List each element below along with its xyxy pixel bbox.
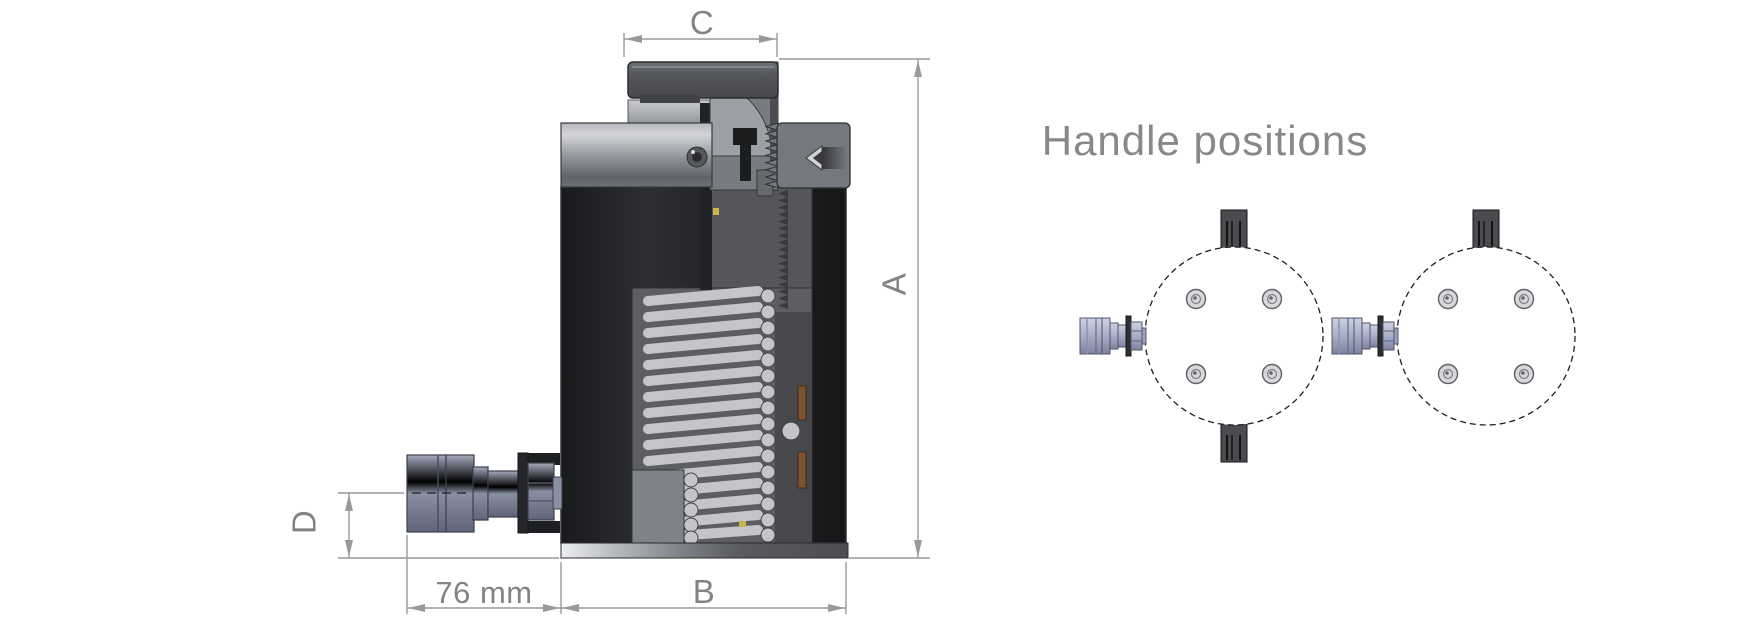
collar-setscrew-glint xyxy=(691,150,695,154)
bolt xyxy=(1261,363,1283,385)
base-plate xyxy=(560,542,849,559)
handle-positions-view: Handle positions xyxy=(1042,117,1576,463)
yellow-seal-dot-lower xyxy=(739,521,746,527)
handle-bottom xyxy=(1220,423,1248,463)
dimension-c xyxy=(623,33,778,57)
dim-a-label: A xyxy=(876,273,913,296)
handle-positions-title: Handle positions xyxy=(1042,117,1369,164)
arrow-left xyxy=(562,604,579,612)
arrow-up xyxy=(345,494,353,511)
port-cone-dark xyxy=(813,151,822,165)
bolt xyxy=(1513,288,1535,310)
spring-wire-section-left xyxy=(683,472,699,546)
saddle-corner xyxy=(770,62,778,162)
arrow-up xyxy=(914,60,922,77)
arrow-left xyxy=(625,35,642,43)
plunger xyxy=(627,99,713,127)
cylinder-top-outline xyxy=(1396,246,1576,426)
bolt xyxy=(1185,363,1207,385)
bolt xyxy=(1513,363,1535,385)
seal-lower xyxy=(797,451,807,489)
dimension-b xyxy=(560,562,847,614)
yellow-seal-dot-upper xyxy=(713,208,719,215)
collar-setscrew-bore xyxy=(692,152,702,162)
bolt xyxy=(1185,288,1207,310)
handle-position-1 xyxy=(1079,209,1324,463)
saddle-step xyxy=(640,95,700,103)
handle-position-2 xyxy=(1331,209,1576,426)
spring-wire-section-right xyxy=(760,288,776,543)
piston-foot xyxy=(631,469,685,544)
bolt xyxy=(1437,363,1459,385)
arrow-down xyxy=(345,540,353,557)
internal-thread-rack xyxy=(778,190,788,309)
arrow-left xyxy=(408,604,425,612)
dim-d-label: D xyxy=(286,510,323,534)
seal-upper xyxy=(797,385,807,421)
bolt xyxy=(1437,288,1459,310)
bolt xyxy=(1261,288,1283,310)
hydraulic-coupler-side xyxy=(406,452,563,534)
bolt-head xyxy=(733,128,757,145)
dimensions xyxy=(338,33,930,614)
cylinder-side-view xyxy=(406,61,851,559)
dim-c-label: C xyxy=(690,4,714,41)
arrow-down xyxy=(914,540,922,557)
arrow-right xyxy=(828,604,845,612)
dim-76mm-label: 76 mm xyxy=(435,575,532,610)
dimension-76mm xyxy=(406,535,561,614)
bolt-shaft xyxy=(740,145,751,181)
arrow-right xyxy=(543,604,560,612)
dim-b-label: B xyxy=(693,573,716,610)
collar-thread-teeth xyxy=(764,122,780,189)
handle-top xyxy=(1472,209,1500,249)
port-bore xyxy=(820,147,847,169)
dimension-d xyxy=(338,492,559,559)
dimension-a xyxy=(779,58,930,559)
check-ball xyxy=(781,421,801,441)
tilting-saddle xyxy=(627,61,779,99)
handle-top xyxy=(1220,209,1248,249)
cylinder-top-outline xyxy=(1144,246,1324,426)
arrow-right xyxy=(759,35,776,43)
return-spring xyxy=(643,286,763,543)
